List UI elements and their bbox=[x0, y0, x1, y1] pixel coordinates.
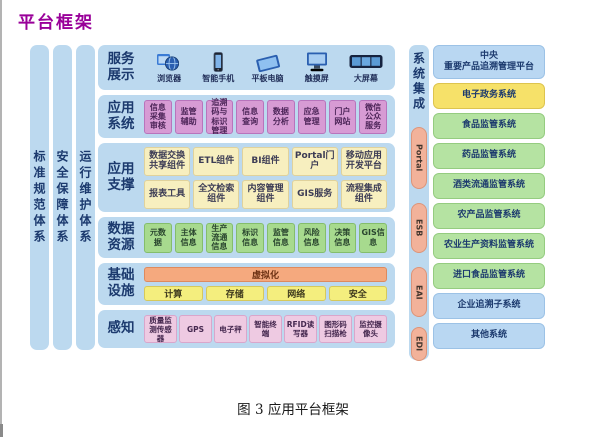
external-system-imported-food: 进口食品监管系统 bbox=[433, 263, 545, 289]
data-chip-metadata: 元数据 bbox=[144, 222, 172, 253]
external-systems-column: 中央 重要产品追溯管理平台 电子政务系统 食品监管系统 药品监管系统 酒类流通监… bbox=[433, 45, 545, 349]
row-application-support: 应用支撑 数据交换共享组件 ETL组件 BI组件 Portal门户 移动应用开发… bbox=[98, 143, 395, 212]
perception-chip-rfid-reader: RFID读写器 bbox=[284, 315, 317, 343]
data-chip-supervision-info: 监管信息 bbox=[267, 222, 295, 253]
support-chip-portal: Portal门户 bbox=[291, 146, 338, 176]
pillar-label: 标准规范体系 bbox=[32, 149, 46, 246]
browser-icon bbox=[156, 52, 182, 72]
device-tablet: 平板电脑 bbox=[244, 52, 290, 84]
data-chip-production-info: 生产流通信息 bbox=[205, 222, 234, 253]
support-chip-data-exchange: 数据交换共享组件 bbox=[144, 146, 191, 176]
device-label: 大屏幕 bbox=[353, 73, 378, 83]
support-chip-content-mgmt: 内容管理组件 bbox=[242, 179, 289, 209]
perception-chip-gps: GPS bbox=[179, 315, 212, 343]
row-application-systems: 应用系统 信息采集审核 监管辅助 追溯码与标识管理 信息查询 数据分析 应急管理… bbox=[98, 95, 395, 138]
app-chip-data-analysis: 数据分析 bbox=[267, 99, 295, 134]
support-chip-fulltext-search: 全文检索组件 bbox=[193, 179, 240, 209]
support-chip-etl: ETL组件 bbox=[193, 146, 240, 176]
device-smartphone: 智能手机 bbox=[195, 51, 241, 84]
external-system-food-supervision: 食品监管系统 bbox=[433, 113, 545, 139]
data-chip-subject-info: 主体信息 bbox=[174, 222, 203, 253]
data-chip-decision-info: 决策信息 bbox=[328, 222, 357, 253]
row-label-service: 服务展示 bbox=[107, 50, 135, 83]
tablet-icon bbox=[254, 52, 282, 72]
support-chip-gis-service: GIS服务 bbox=[291, 179, 338, 209]
external-system-central-trace-platform: 中央 重要产品追溯管理平台 bbox=[433, 45, 545, 79]
portal-pill: Portal bbox=[411, 127, 427, 189]
external-system-drug-supervision: 药品监管系统 bbox=[433, 143, 545, 169]
touchscreen-icon bbox=[304, 52, 330, 72]
infra-chip-compute: 计算 bbox=[144, 286, 203, 301]
device-label: 智能手机 bbox=[202, 73, 235, 83]
device-label: 平板电脑 bbox=[251, 73, 284, 83]
perception-chip-smart-terminal: 智能终端 bbox=[249, 315, 282, 343]
row-infrastructure: 基础设施 虚拟化 计算 存储 网络 安全 bbox=[98, 263, 395, 305]
system-integration-label: 系统集成 bbox=[411, 52, 426, 112]
edi-pill: EDI bbox=[411, 327, 427, 361]
row-label-perception: 感知 bbox=[107, 320, 135, 337]
app-chip-info-collection: 信息采集审核 bbox=[144, 99, 172, 134]
external-system-enterprise-trace: 企业追溯子系统 bbox=[433, 293, 545, 319]
support-chip-process-integration: 流程集成组件 bbox=[340, 179, 388, 209]
perception-chip-quality-sensor: 质量监测传感器 bbox=[144, 315, 177, 343]
page-edge-line bbox=[0, 0, 2, 437]
perception-chip-escale: 电子秤 bbox=[214, 315, 247, 343]
virtualization-bar: 虚拟化 bbox=[144, 267, 387, 282]
data-chip-risk-info: 风险信息 bbox=[297, 222, 326, 253]
infra-chip-security: 安全 bbox=[328, 286, 387, 301]
app-chip-wechat-service: 微信公众服务 bbox=[359, 99, 387, 134]
diagram-title: 平台框架 bbox=[18, 13, 94, 33]
support-chip-bi: BI组件 bbox=[242, 146, 289, 176]
row-label-support: 应用支撑 bbox=[107, 160, 135, 193]
esb-pill: ESB bbox=[411, 203, 427, 253]
row-label-application: 应用系统 bbox=[107, 99, 135, 132]
row-perception: 感知 质量监测传感器 GPS 电子秤 智能终端 RFID读写器 图形码扫描枪 监… bbox=[98, 310, 395, 348]
pillar-operations-system: 运行维护体系 bbox=[76, 45, 95, 350]
pillar-label: 安全保障体系 bbox=[55, 149, 69, 246]
external-system-egov: 电子政务系统 bbox=[433, 83, 545, 109]
app-chip-trace-code: 追溯码与标识管理 bbox=[205, 98, 234, 135]
app-chip-supervision-assist: 监管辅助 bbox=[174, 99, 203, 134]
pillar-label: 运行维护体系 bbox=[78, 149, 92, 246]
device-label: 浏览器 bbox=[157, 73, 182, 83]
device-label: 触摸屏 bbox=[304, 73, 329, 83]
row-service-display: 服务展示 浏览器 bbox=[98, 45, 395, 90]
device-bigscreen: 大屏幕 bbox=[343, 52, 389, 84]
external-system-agri-product: 农产品监管系统 bbox=[433, 203, 545, 229]
external-system-other: 其他系统 bbox=[433, 323, 545, 349]
perception-chip-barcode-scanner: 图形码扫描枪 bbox=[319, 315, 352, 343]
external-system-agri-materials: 农业生产资料监管系统 bbox=[433, 233, 545, 259]
data-chip-id-info: 标识信息 bbox=[236, 222, 264, 253]
infra-chip-storage: 存储 bbox=[205, 286, 264, 301]
infra-chip-network: 网络 bbox=[267, 286, 326, 301]
smartphone-icon bbox=[205, 51, 231, 72]
app-chip-emergency: 应急管理 bbox=[297, 99, 326, 134]
app-chip-portal-site: 门户网站 bbox=[328, 99, 357, 134]
row-data-resources: 数据资源 元数据 主体信息 生产流通信息 标识信息 监管信息 风险信息 决策信息… bbox=[98, 217, 395, 258]
row-label-infrastructure: 基础设施 bbox=[107, 267, 135, 299]
data-chip-gis-info: GIS信息 bbox=[359, 222, 387, 253]
support-chip-mobile-dev: 移动应用开发平台 bbox=[340, 146, 388, 176]
bigscreen-icon bbox=[349, 52, 383, 72]
system-integration-column: 系统集成 Portal ESB EAI EDI bbox=[409, 45, 429, 361]
device-browser: 浏览器 bbox=[146, 52, 192, 84]
device-touchscreen: 触摸屏 bbox=[294, 52, 340, 84]
row-label-data: 数据资源 bbox=[107, 220, 135, 253]
page-edge-mark bbox=[0, 424, 3, 437]
perception-chip-camera: 监控摄像头 bbox=[354, 315, 387, 343]
pillar-standards-system: 标准规范体系 bbox=[30, 45, 49, 350]
support-chip-report-tools: 报表工具 bbox=[144, 179, 191, 209]
external-system-liquor-circulation: 酒类流通监管系统 bbox=[433, 173, 545, 199]
eai-pill: EAI bbox=[411, 267, 427, 317]
pillar-security-system: 安全保障体系 bbox=[53, 45, 72, 350]
app-chip-info-query: 信息查询 bbox=[236, 99, 264, 134]
figure-caption: 图 3 应用平台框架 bbox=[237, 402, 349, 418]
